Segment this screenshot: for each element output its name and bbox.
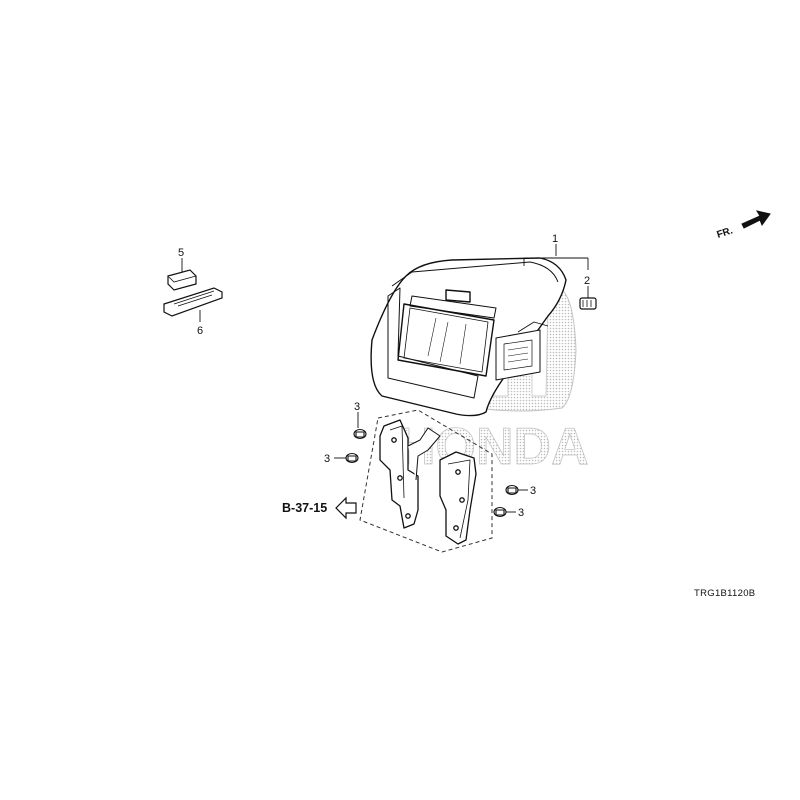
bracket-right [439,451,477,545]
part-6-holder [163,287,223,317]
screw-3a [353,428,367,440]
callout-3b: 3 [324,453,330,465]
screw-3b [345,452,359,464]
front-label: FR. [716,225,735,241]
reference-link[interactable]: B-37-15 [282,496,357,520]
bracket-left [379,419,441,529]
callout-3d: 3 [518,507,524,519]
bracket-assembly [359,409,493,553]
callout-3c: 3 [530,485,536,497]
diagram-code: TRG1B1120B [694,588,755,599]
bracket-group-outline [359,409,493,553]
front-direction-indicator: FR. [716,210,771,241]
callout-3a: 3 [354,401,360,413]
screw-3d [493,506,507,518]
reference-arrow-icon [335,496,357,520]
callout-2: 2 [584,275,590,287]
part-5-cap [167,269,197,291]
callout-5: 5 [178,247,184,259]
part-1-display-panel [370,257,567,417]
callout-1: 1 [552,233,558,245]
leader-lines [181,244,589,513]
screw-3c [505,484,519,496]
part-2-clip [579,297,597,310]
front-arrow-icon [741,210,771,229]
reference-label[interactable]: B-37-15 [282,501,327,515]
callout-6: 6 [197,325,203,337]
